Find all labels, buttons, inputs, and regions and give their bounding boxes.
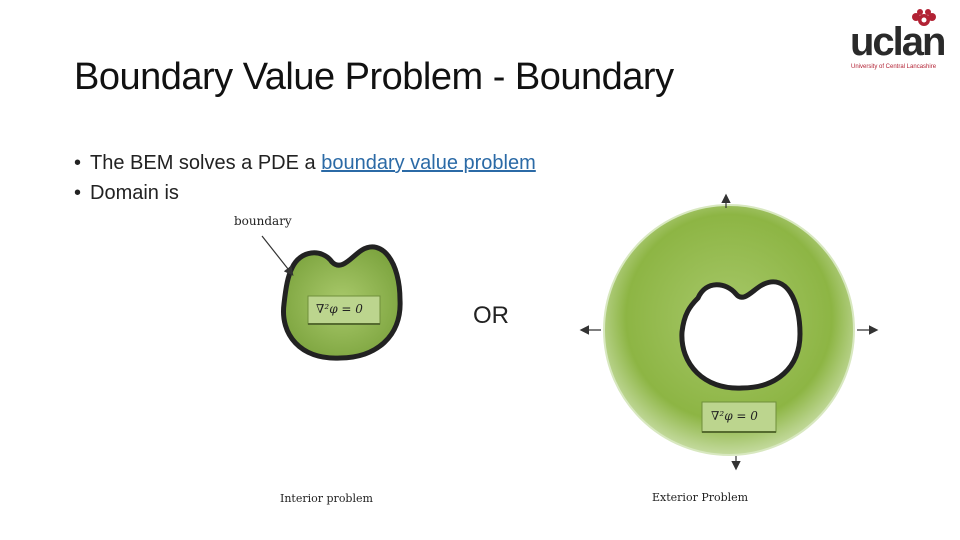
slide-title: Boundary Value Problem - Boundary	[74, 56, 674, 98]
exterior-formula: ∇²φ = 0	[711, 409, 758, 423]
exterior-caption: Exterior Problem	[652, 491, 749, 504]
exterior-hole-shape	[679, 279, 803, 391]
bullet-text: The BEM solves a PDE a	[90, 152, 322, 174]
or-label: OR	[473, 302, 509, 329]
boundary-value-problem-link[interactable]: boundary value problem	[321, 152, 536, 174]
interior-formula: ∇²φ = 0	[316, 302, 363, 316]
exterior-formula-box	[701, 401, 777, 433]
bullet-item: • The BEM solves a PDE a boundary value p…	[74, 148, 536, 178]
logo-subtitle: University of Central Lancashire	[851, 64, 937, 70]
bullet-text: Domain is	[90, 182, 179, 204]
bullet-list: • The BEM solves a PDE a boundary value p…	[74, 148, 536, 208]
uclan-logo: uclan University of Central Lancashire	[850, 8, 950, 72]
bullet-glyph: •	[74, 182, 82, 204]
logo-wordmark: uclan	[850, 20, 946, 64]
interior-caption: Interior problem	[280, 492, 373, 505]
bullet-item: • Domain is	[74, 178, 536, 208]
bullet-glyph: •	[74, 152, 82, 174]
rose-emblem-icon	[912, 9, 936, 26]
boundary-label: boundary	[234, 214, 292, 228]
boundary-pointer-arrow	[261, 235, 294, 276]
